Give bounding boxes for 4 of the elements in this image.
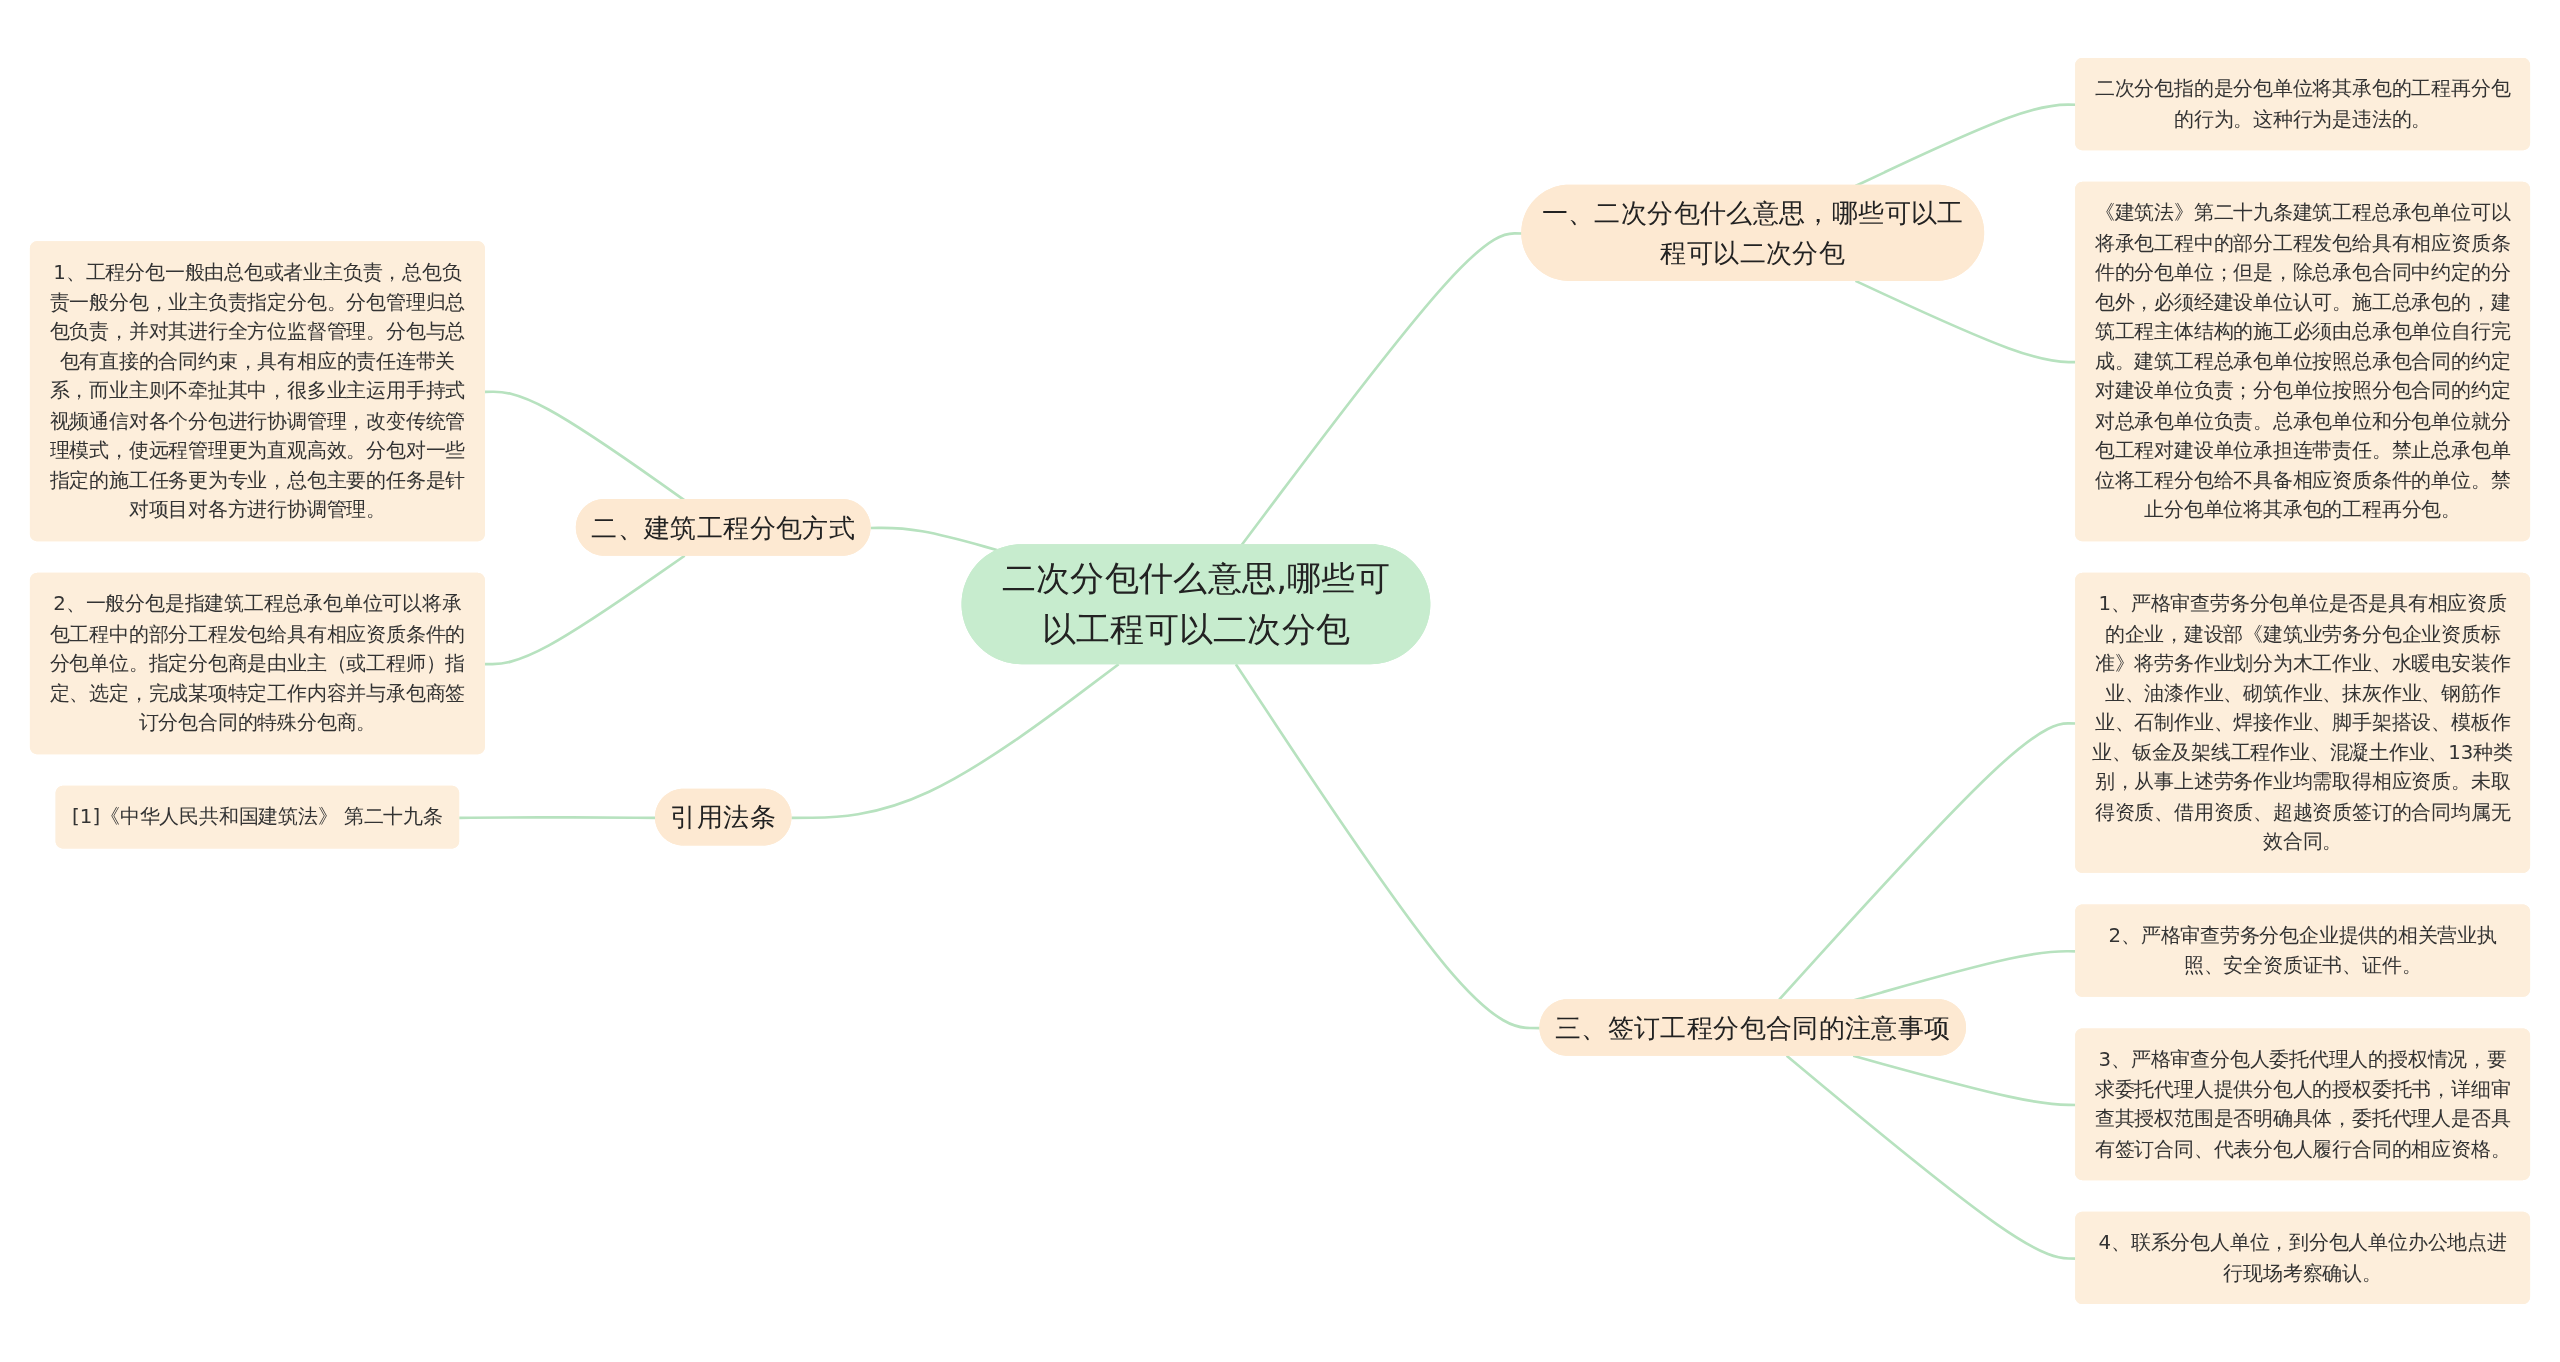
- connector: [1234, 663, 1541, 1030]
- connector: [791, 663, 1120, 820]
- connector: [870, 526, 999, 552]
- connector: [484, 554, 686, 666]
